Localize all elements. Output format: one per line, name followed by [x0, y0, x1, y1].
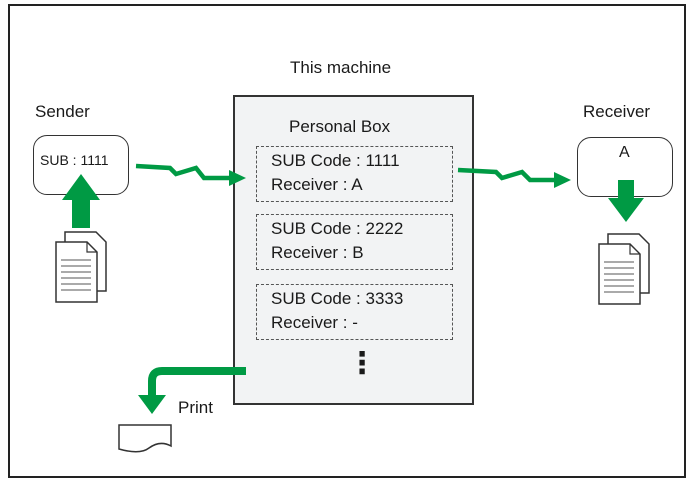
transmission-arrow-icon: [135, 163, 230, 181]
receiver-entry-label: Receiver : B: [271, 243, 364, 262]
box-entry: SUB Code : 2222 Receiver : B: [256, 214, 453, 270]
diagram-frame: [8, 4, 686, 478]
receiver-entry-label: Receiver : A: [271, 175, 363, 194]
sender-sub-display: SUB : 1111: [40, 152, 109, 168]
document-icon: [55, 231, 107, 303]
receiver-label: Receiver: [583, 102, 651, 121]
box-entry: SUB Code : 1111 Receiver : A: [256, 146, 453, 202]
print-arrow-icon: [148, 367, 246, 397]
sender-label: Sender: [35, 102, 90, 121]
print-label: Print: [178, 398, 213, 417]
personal-box-title: Personal Box: [289, 117, 391, 136]
transmission-arrow-icon: [457, 167, 555, 183]
sub-code-label: SUB Code : 3333: [271, 289, 404, 308]
receiver-entry-label: Receiver : -: [271, 313, 358, 332]
send-up-arrow-icon: [62, 174, 100, 228]
receive-down-arrow-icon: [608, 180, 644, 222]
document-icon: [598, 233, 650, 305]
more-entries-icon: ⋮: [347, 347, 377, 380]
machine-title: This machine: [290, 58, 392, 77]
receiver-name: A: [619, 144, 630, 161]
sub-code-label: SUB Code : 2222: [271, 219, 404, 238]
sub-code-label: SUB Code : 1111: [271, 151, 400, 170]
paper-output-icon: [118, 424, 172, 453]
box-entry: SUB Code : 3333 Receiver : -: [256, 284, 453, 340]
